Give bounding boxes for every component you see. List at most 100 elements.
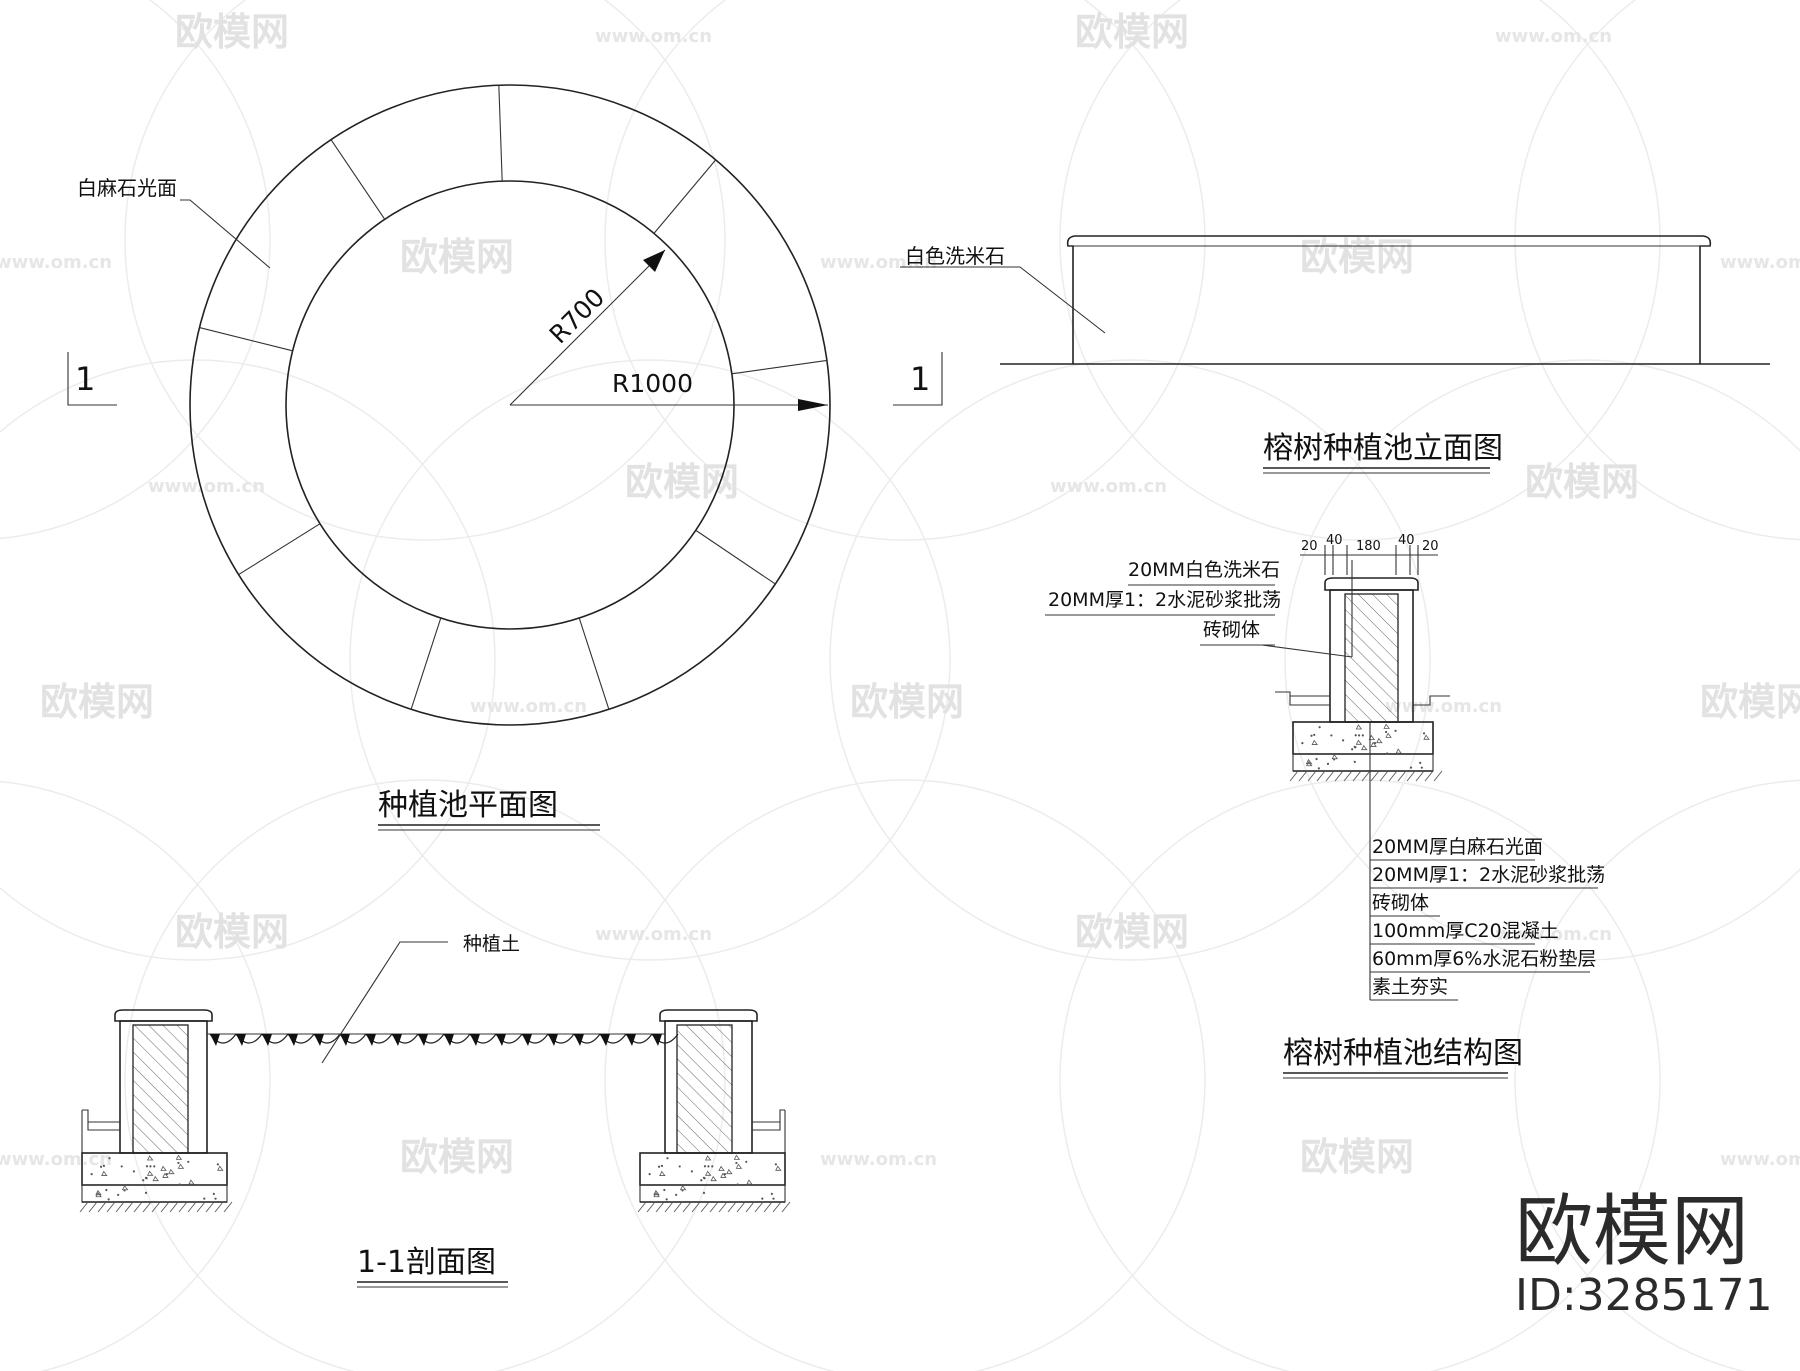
soil-hatch-line — [205, 1201, 215, 1213]
plan-joint-line — [695, 529, 776, 585]
watermark-logo-layer: 欧模网欧模网欧模网欧模网欧模网欧模网欧模网欧模网欧模网欧模网欧模网欧模网欧模网w… — [0, 10, 1800, 1179]
soil-wedge — [522, 1034, 532, 1046]
plan-joint-line — [578, 617, 610, 710]
structure-ground-step-left — [1275, 691, 1330, 706]
soil-wedge — [418, 1034, 428, 1046]
aggregate-mark — [95, 1191, 102, 1198]
soil-hatch-line — [1406, 770, 1416, 782]
section-title: 1-1剖面图 — [357, 1245, 496, 1280]
structure-dim-4: 40 — [1398, 533, 1415, 548]
soil-wedge — [548, 1034, 558, 1046]
plan-dim-r700-arrow — [643, 250, 665, 272]
structure-upper-leader-h — [1261, 644, 1353, 658]
aggregate-dot — [1419, 761, 1422, 764]
aggregate-dot — [1353, 745, 1356, 748]
plan-stone-joints — [199, 85, 827, 710]
aggregate-dot — [1315, 757, 1318, 761]
aggregate-mark — [146, 1155, 154, 1161]
aggregate-dot — [1301, 742, 1304, 745]
structure-upper-note-1: 20MM白色洗米石 — [1128, 559, 1280, 581]
plan-dim-r1000-arrow — [798, 399, 828, 411]
aggregate-dot — [703, 1165, 707, 1168]
section-concrete-speckle — [90, 1154, 782, 1201]
watermark-arc — [1514, 0, 1800, 541]
aggregate-mark — [1311, 739, 1318, 745]
soil-hatch-line — [664, 1201, 674, 1213]
watermark-url: www.om.cn — [820, 1149, 937, 1170]
soil-wedge — [210, 1034, 220, 1046]
plan-section-mark-left — [67, 352, 117, 406]
aggregate-dot — [99, 1165, 103, 1168]
plan-joint-line — [199, 327, 293, 352]
plan-section-mark-right-label: 1 — [910, 360, 930, 398]
aggregate-dot — [1318, 726, 1321, 729]
section-right-footing — [639, 1152, 786, 1186]
aggregate-dot — [144, 1191, 148, 1194]
soil-hatch-line — [1433, 770, 1443, 782]
aggregate-mark — [162, 1172, 169, 1178]
elevation-title: 榕树种植池立面图 — [1263, 431, 1503, 466]
elevation-planter-outline — [1066, 235, 1712, 364]
aggregate-dot — [1394, 729, 1397, 732]
aggregate-mark — [720, 1172, 727, 1178]
aggregate-mark — [705, 1170, 712, 1176]
plan-material-leader — [180, 199, 271, 269]
watermark-url: www.om.cn — [1495, 26, 1612, 47]
aggregate-mark — [704, 1155, 712, 1161]
plan-section-mark-left-label: 1 — [75, 360, 95, 398]
watermark-arc — [0, 780, 271, 1371]
structure-lower-note-6: 素土夯实 — [1372, 976, 1448, 998]
soil-hatch-line — [196, 1201, 206, 1213]
plan-view: R700 R1000 白麻石光面 1 1 种植池平面图 — [67, 84, 943, 831]
aggregate-mark — [217, 1165, 224, 1171]
aggregate-dot — [711, 1165, 714, 1168]
aggregate-mark — [718, 1165, 725, 1171]
plan-outer-circle — [189, 84, 831, 726]
aggregate-dot — [678, 1165, 681, 1168]
soil-hatch-line — [727, 1201, 737, 1213]
soil-hatch-line — [754, 1201, 764, 1213]
soil-hatch-line — [1424, 770, 1434, 782]
plan-dim-r700-line — [509, 249, 666, 406]
aggregate-mark — [160, 1165, 167, 1171]
soil-wedge — [626, 1034, 636, 1046]
section-left-brick — [132, 1024, 189, 1154]
soil-hatch-line — [745, 1201, 755, 1213]
aggregate-dot — [735, 1161, 738, 1165]
soil-hatch-line — [142, 1201, 152, 1213]
section-left-cap — [114, 1009, 213, 1022]
aggregate-dot — [120, 1165, 123, 1168]
soil-hatch-line — [646, 1201, 656, 1213]
soil-hatch-line — [133, 1201, 143, 1213]
elevation-material-leader — [900, 266, 1106, 334]
structure-dim-3: 180 — [1356, 539, 1381, 554]
aggregate-dot — [178, 1183, 181, 1186]
aggregate-mark — [101, 1170, 108, 1176]
aggregate-dot — [657, 1165, 661, 1168]
structure-concrete-footing — [1292, 721, 1434, 755]
aggregate-dot — [1386, 752, 1389, 755]
soil-hatch-line — [691, 1201, 701, 1213]
soil-wedge — [496, 1034, 506, 1046]
aggregate-dot — [153, 1165, 156, 1168]
structure-concrete-speckle — [1301, 723, 1430, 770]
aggregate-mark — [1306, 760, 1313, 767]
watermark-brand: 欧模网 — [175, 910, 289, 954]
soil-hatch-line — [1388, 770, 1398, 782]
soil-hatch-line — [1325, 770, 1335, 782]
watermark-brand: 欧模网 — [1075, 910, 1189, 954]
soil-hatch-line — [772, 1201, 782, 1213]
structure-title: 榕树种植池结构图 — [1283, 1036, 1523, 1071]
aggregate-dot — [648, 1173, 651, 1176]
brand-stamp: 欧模网 ID:3285171 — [1515, 1187, 1773, 1321]
aggregate-mark — [1355, 739, 1363, 745]
aggregate-dot — [1351, 748, 1354, 751]
soil-wedge — [470, 1034, 480, 1046]
aggregate-mark — [1355, 724, 1363, 730]
watermark-url: www.om.cn — [1720, 1149, 1800, 1170]
aggregate-dot — [145, 1165, 149, 1168]
aggregate-dot — [142, 1179, 145, 1182]
aggregate-dot — [1330, 734, 1333, 737]
structure-cap — [1324, 577, 1419, 591]
aggregate-dot — [761, 1197, 764, 1200]
